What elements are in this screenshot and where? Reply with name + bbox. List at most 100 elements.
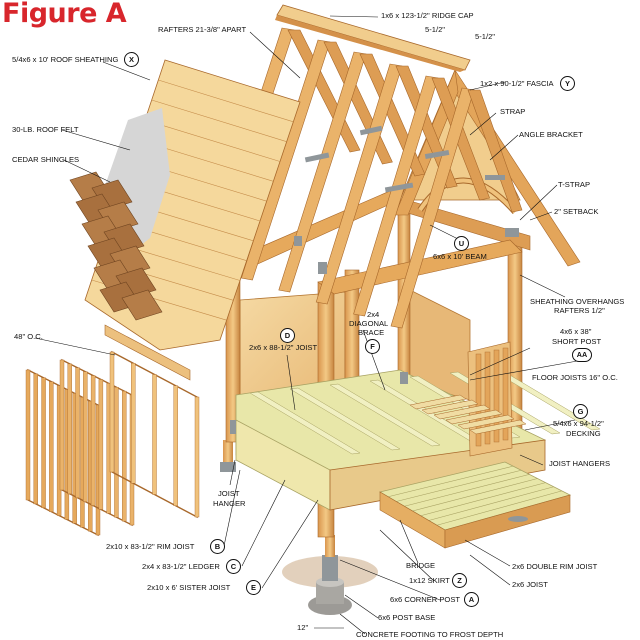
label-dim-12: 12" (297, 623, 309, 632)
ridge-cap (275, 4, 471, 72)
decking-board (409, 394, 467, 410)
bridge-board-line (396, 469, 522, 502)
decking-boards (409, 394, 527, 435)
side-slats (475, 347, 509, 447)
lattice-slat (90, 375, 96, 506)
label-diag-brace-3: BRACE (358, 328, 385, 337)
roof-sheathing (69, 59, 301, 351)
sheathing-board-line (158, 79, 294, 123)
label-rim-joist: 2x10 x 83-1/2" RIM JOIST (106, 542, 195, 551)
label-48-oc: 48" O.C. (14, 332, 43, 341)
rafter (390, 87, 475, 329)
badge-joist: D (280, 328, 295, 343)
sheathing-board-line (144, 119, 281, 162)
lattice-slat (83, 371, 88, 502)
rafter-back (467, 89, 523, 213)
lattice-slat (33, 373, 38, 505)
rafter (353, 75, 439, 317)
decking-pieces (409, 394, 527, 435)
badge-fascia: Y (560, 76, 575, 91)
lattice-slat (152, 374, 157, 495)
label-double-rim: 2x6 DOUBLE RIM JOIST (512, 562, 598, 571)
side-slat (493, 349, 500, 443)
bridge-board-line (428, 486, 554, 521)
label-footing: CONCRETE FOOTING TO FROST DEPTH (356, 630, 504, 639)
badge-ledger: C (226, 559, 241, 574)
badge-sister-joist: E (246, 580, 261, 595)
label-joist: 2x6 x 88-1/2" JOIST (249, 343, 318, 352)
label-ridge-cap: 1x6 x 123-1/2" RIDGE CAP (381, 11, 474, 20)
label-setback: 2" SETBACK (554, 207, 599, 216)
label-2x6-joist: 2x6 JOIST (512, 580, 548, 589)
label-cedar-shingles: CEDAR SHINGLES (12, 155, 80, 164)
bridge (378, 461, 572, 549)
figure-title: Figure A (2, 0, 127, 29)
label-joist-hanger-1: JOIST (218, 489, 240, 498)
side-slat (475, 353, 482, 447)
label-fascia: 1x2 x 90-1/2" FASCIA (480, 79, 554, 88)
label-bridge: BRIDGE (406, 561, 436, 570)
hardware (230, 125, 528, 522)
label-short-post-1: 4x6 x 38" (560, 327, 592, 336)
badge-decking: G (573, 404, 588, 419)
shingle (121, 289, 163, 321)
label-roof-sheathing: 5/4x6 x 10' ROOF SHEATHING (12, 55, 119, 64)
rafter-back (431, 77, 491, 201)
decking-board (445, 409, 503, 425)
lattice-slat (173, 385, 178, 506)
label-decking-2: DECKING (566, 429, 601, 438)
badge-diag-brace: F (365, 339, 380, 354)
badge-short-post: AA (572, 348, 592, 362)
side-slat (484, 351, 491, 445)
label-rafters: RAFTERS 21-3/8" APART (158, 25, 247, 34)
floor-joist (329, 383, 441, 447)
label-strap: STRAP (500, 107, 526, 116)
label-sister-joist: 2x10 x 6' SISTER JOIST (147, 583, 231, 592)
lattice-slat (67, 363, 72, 495)
badge-rim-joist: B (210, 539, 225, 554)
label-angle-bracket: ANGLE BRACKET (519, 130, 583, 139)
label-ledger: 2x4 x 83-1/2" LEDGER (142, 562, 220, 571)
lattice-panels (25, 324, 200, 537)
lattice-slat (114, 387, 119, 518)
label-sheathing-overhangs-2: RAFTERS 1/2" (554, 306, 605, 315)
badge-skirt: Z (452, 573, 467, 588)
bridge-board-line (388, 465, 514, 498)
bridge-boards (388, 465, 562, 526)
label-roof-felt: 30-LB. ROOF FELT (12, 125, 79, 134)
cedar-shingles (69, 171, 163, 321)
decking-board (457, 414, 515, 430)
label-beam: 6x6 x 10' BEAM (433, 252, 487, 261)
badge-beam: U (454, 236, 469, 251)
lattice-slat (25, 369, 31, 501)
label-diag-brace-2: DIAGONAL (349, 319, 389, 328)
floor-joist (289, 387, 401, 451)
bridge-board-line (412, 478, 538, 512)
lattice-slat (98, 379, 104, 510)
leader-lines (34, 15, 584, 635)
label-skirt: 1x12 SKIRT (409, 576, 450, 585)
label-ridge-dim-a: 5-1/2" (425, 25, 446, 34)
label-ridge-dim-b: 5-1/2" (475, 32, 496, 41)
rafter (315, 63, 403, 305)
rafter (278, 51, 367, 293)
lattice-slat (49, 381, 54, 512)
label-decking-1: 5/4x6 x 94-1/2" (553, 419, 604, 428)
bridge-board-line (404, 474, 530, 507)
label-joist-hangers: JOIST HANGERS (549, 459, 611, 468)
lattice-slat (59, 359, 65, 491)
lattice-slat (131, 363, 136, 484)
label-post-base: 6x6 POST BASE (378, 613, 436, 622)
decking-board (433, 404, 491, 420)
label-corner-post: 6x6 CORNER POST (390, 595, 461, 604)
side-slat (502, 347, 509, 441)
bridge-board-line (420, 482, 546, 517)
decking-board (421, 399, 479, 415)
footing-ground (220, 440, 378, 615)
lattice-panel-1 (25, 368, 101, 537)
lattice-panel-3 (109, 350, 200, 519)
label-short-post-2: SHORT POST (552, 337, 602, 346)
label-t-strap: T-STRAP (558, 180, 591, 189)
lattice-slat (194, 396, 200, 518)
